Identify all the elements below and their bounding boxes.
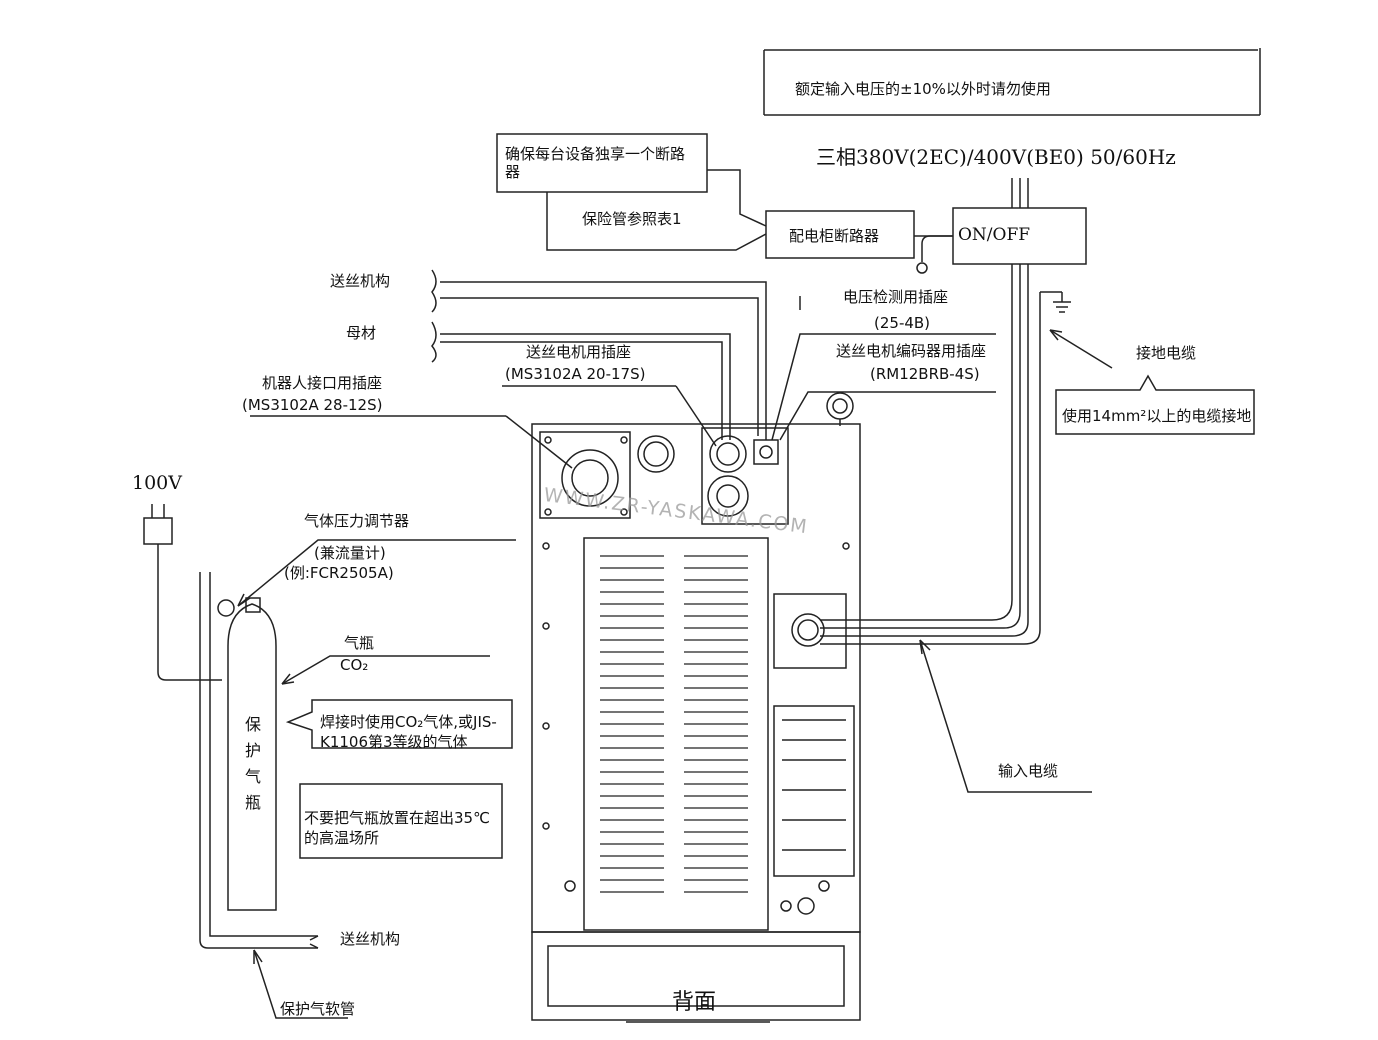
temp-note-box (299, 783, 503, 859)
gas-note-box (285, 699, 513, 749)
gas-note: 焊接时使用CO₂气体,或JIS-K1106第3等级的气体 (320, 713, 497, 751)
voltage-socket-name: 电压检测用插座 (843, 288, 949, 306)
cylinder-gas: CO₂ (340, 656, 369, 674)
power-spec: 三相380V(2EC)/400V(BE0) 50/60Hz (816, 145, 1176, 169)
feeder-leads (431, 269, 767, 440)
feed-motor-socket-name: 送丝电机用插座 (526, 343, 632, 361)
temp-note: 不要把气瓶放置在超出35℃的高温场所 (304, 809, 490, 847)
fuse-note: 保险管参照表1 (582, 210, 682, 228)
machine-stand (531, 931, 861, 1023)
input-cable-label: 输入电缆 (998, 762, 1059, 780)
voltage-socket-model: (25-4B) (874, 314, 931, 332)
ground-symbol (1040, 291, 1071, 313)
robot-socket-model: (MS3102A 28-12S) (242, 396, 383, 414)
encoder-socket-name: 送丝电机编码器用插座 (836, 342, 987, 360)
rear-view-label: 背面 (672, 990, 717, 1015)
breaker-note-box (496, 133, 708, 193)
ground-note-box (1055, 374, 1255, 435)
robot-socket-name: 机器人接口用插座 (262, 374, 383, 392)
gas-hose-label: 保护气软管 (280, 1000, 356, 1018)
feeder-mechanism-label-2: 送丝机构 (340, 930, 401, 948)
welder-machine (531, 392, 861, 933)
louvers (600, 555, 748, 893)
panel-breaker-box (765, 210, 915, 259)
feeder-mechanism-label: 送丝机构 (330, 272, 391, 290)
regulator-example: (例:FCR2505A) (284, 564, 394, 582)
regulator-sub: (兼流量计) (314, 544, 386, 562)
header-note: 额定输入电压的±10%以外时请勿使用 (795, 80, 1051, 98)
base-material-label: 母材 (346, 324, 377, 342)
power-input-lines (820, 178, 1041, 645)
cylinder-body-text: 保护气瓶 (244, 715, 261, 812)
plug-100v (143, 504, 222, 681)
switch-lever (921, 235, 953, 262)
gas-cylinder (199, 572, 319, 949)
encoder-socket-model: (RM12BRB-4S) (870, 365, 980, 383)
ground-note: 使用14mm²以上的电缆接地 (1062, 407, 1252, 425)
header-note-bracket (763, 48, 1261, 116)
switch-label: ON/OFF (958, 225, 1031, 245)
ground-cable-label: 接地电缆 (1136, 344, 1197, 362)
supply-100v-label: 100V (132, 472, 182, 494)
regulator-name: 气体压力调节器 (304, 512, 410, 530)
cylinder-name: 气瓶 (344, 634, 375, 652)
breaker-note: 确保每台设备独享一个断路器 (505, 145, 686, 181)
fuse-note-box (546, 169, 767, 251)
feed-motor-socket-model: (MS3102A 20-17S) (505, 365, 646, 383)
panel-breaker-label: 配电柜断路器 (789, 227, 880, 245)
